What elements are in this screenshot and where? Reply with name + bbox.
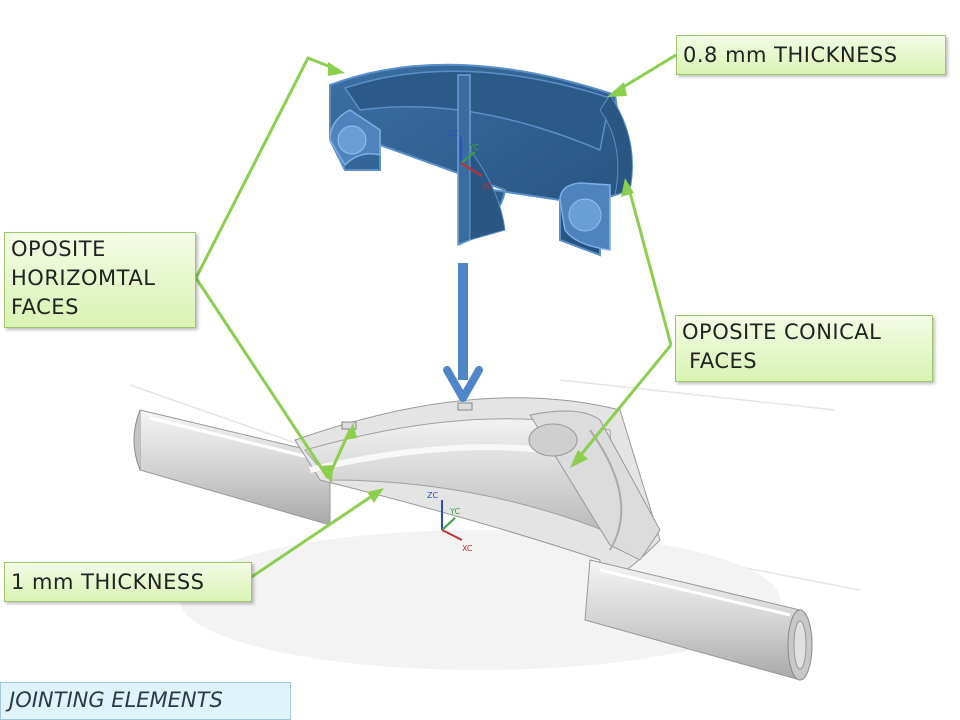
axis-label-x-top: XC [482, 182, 493, 191]
top-axis-triad: ZC YC XC [447, 129, 493, 191]
bottom-axis-triad: ZC YC XC [427, 491, 473, 553]
axis-label-x-bottom: XC [462, 544, 473, 553]
axis-label-z-top: ZC [447, 129, 458, 138]
callout-leaders [194, 53, 677, 580]
callout-top-thickness: 0.8 mm THICKNESS [676, 35, 946, 75]
axis-label-y-bottom: YC [449, 507, 460, 516]
callout-horizontal-faces: OPOSITE HORIZOMTAL FACES [4, 232, 196, 328]
assembly-down-arrow [443, 263, 483, 402]
callout-bottom-thickness: 1 mm THICKNESS [4, 562, 252, 602]
axis-label-z-bottom: ZC [427, 491, 438, 500]
bottom-part-grey [133, 397, 813, 681]
callout-conical-faces: OPOSITE CONICAL FACES [675, 315, 933, 382]
jointing-elements-title: JOINTING ELEMENTS [0, 682, 291, 720]
top-part-blue [329, 63, 633, 257]
axis-label-y-top: YC [468, 143, 479, 152]
